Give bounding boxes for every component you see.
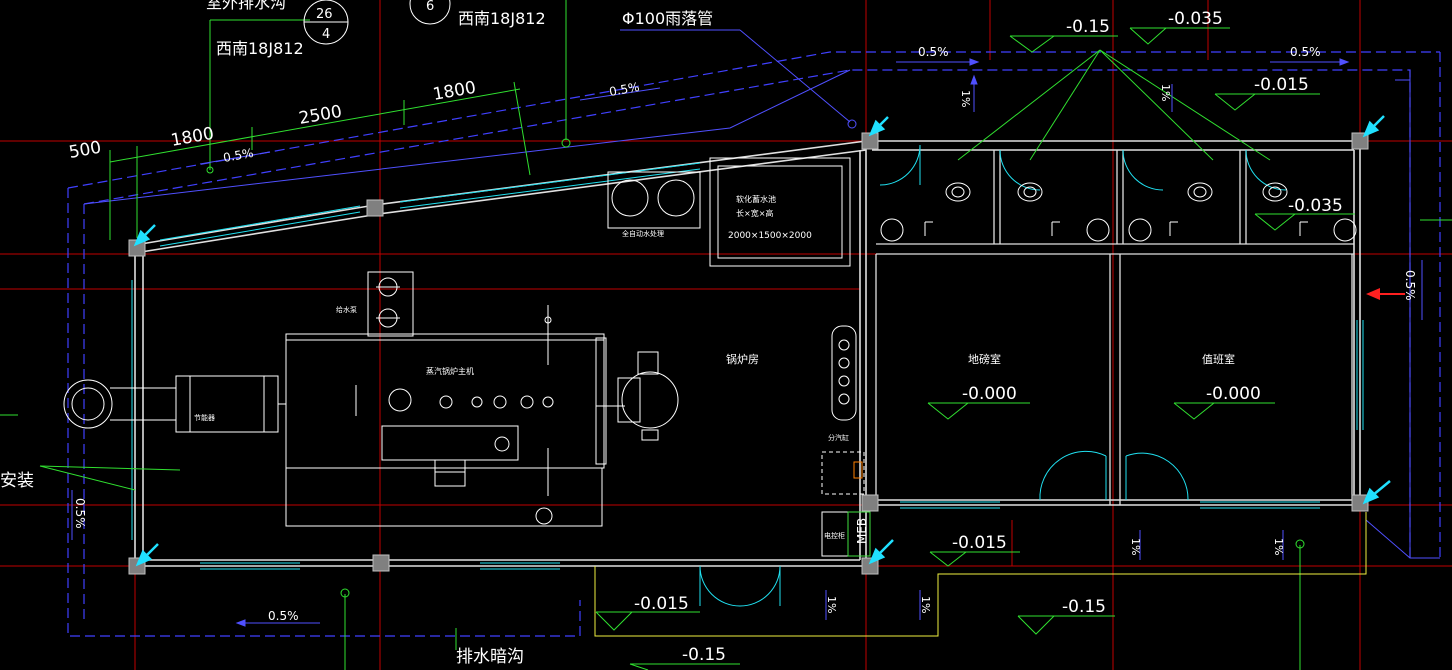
equipment-steam-header: 分汽缸 — [828, 433, 849, 442]
elevation-label-6: -0.000 — [1206, 384, 1261, 404]
slope-arrows — [71, 58, 1423, 627]
dimension-1800-b: 1800 — [431, 78, 477, 105]
room-label-right: 值班室 — [1202, 352, 1235, 366]
detail-ref-top-label: 西南18J812 — [216, 39, 304, 58]
slope-label-8: 1% — [959, 90, 972, 107]
slope-label-12: 1% — [825, 596, 838, 613]
rain-pipe-leaders — [620, 29, 857, 129]
install-note-label: 安装 — [0, 471, 34, 491]
slope-label-2: 0.5% — [1290, 45, 1321, 59]
detail-ref-mid-label: 西南18J812 — [458, 9, 546, 28]
eave-lines — [83, 69, 1440, 559]
doors — [699, 144, 1287, 607]
detail-bubbles — [303, 0, 451, 45]
detail-bubble-a-top: 26 — [316, 7, 333, 22]
room-label-boiler: 锅炉房 — [726, 353, 759, 366]
elevation-label-7: -0.015 — [952, 533, 1007, 553]
slope-label-6: 0.5% — [1403, 270, 1417, 301]
apron-outline — [594, 512, 1367, 637]
equipment-meb: MEB — [855, 518, 869, 544]
elevation-label-8: -0.015 — [634, 594, 689, 614]
slope-label-3: 0.5% — [608, 80, 640, 99]
elevation-label-4: -0.035 — [1288, 196, 1343, 216]
slope-label-4: 0.5% — [222, 146, 254, 165]
sanitary-fixtures — [880, 182, 1357, 242]
windows — [131, 162, 1364, 570]
equipment-panel: 电控柜 — [824, 531, 845, 540]
red-arrow-head — [1366, 288, 1380, 300]
equipment-water-tank-title: 软化蓄水池 — [736, 194, 776, 204]
slope-label-13: 1% — [919, 596, 932, 613]
equipment-feed-pump: 给水泵 — [336, 305, 357, 314]
slope-label-9: 1% — [1159, 84, 1172, 101]
slope-label-11: 1% — [1272, 538, 1285, 555]
elevation-label-10: -0.15 — [682, 645, 726, 665]
equipment-economizer: 节能器 — [194, 413, 215, 422]
drain-channel-top-label: 室外排水沟 — [206, 0, 286, 12]
drain-arrows — [133, 115, 1391, 567]
elevation-label-5: -0.000 — [962, 384, 1017, 404]
equipment-boiler-main: 蒸汽锅炉主机 — [426, 366, 474, 376]
partitions — [875, 150, 1354, 505]
rain-pipe-label: Φ100雨落管 — [622, 9, 713, 28]
drain-channel-bottom-label: 排水暗沟 — [456, 647, 524, 667]
slope-label-7: 0.5% — [73, 498, 87, 529]
slope-label-5: 0.5% — [268, 609, 299, 623]
dimension-1800-a: 1800 — [169, 124, 215, 151]
columns — [128, 132, 1369, 575]
equipment-water-tank-size: 2000×1500×2000 — [728, 231, 812, 241]
elevation-markers — [595, 27, 1355, 670]
drain-boundary — [67, 51, 1441, 637]
slope-label-10: 1% — [1129, 538, 1142, 555]
boiler-equipment — [63, 157, 871, 557]
slope-label-1: 0.5% — [918, 45, 949, 59]
detail-bubble-b: 6 — [426, 0, 434, 14]
elevation-label-2: -0.035 — [1168, 9, 1223, 29]
dimension-500: 500 — [67, 138, 102, 163]
equipment-water-tank-dims-label: 长×宽×高 — [736, 208, 773, 218]
elevation-label-3: -0.015 — [1254, 75, 1309, 95]
elevation-label-9: -0.15 — [1062, 597, 1106, 617]
equipment-water-treatment: 全自动水处理 — [622, 229, 664, 238]
elevation-label-1: -0.15 — [1066, 17, 1110, 37]
detail-bubble-a-bottom: 4 — [322, 27, 330, 42]
dimension-2500: 2500 — [297, 102, 343, 129]
room-label-left: 地磅室 — [968, 352, 1001, 366]
